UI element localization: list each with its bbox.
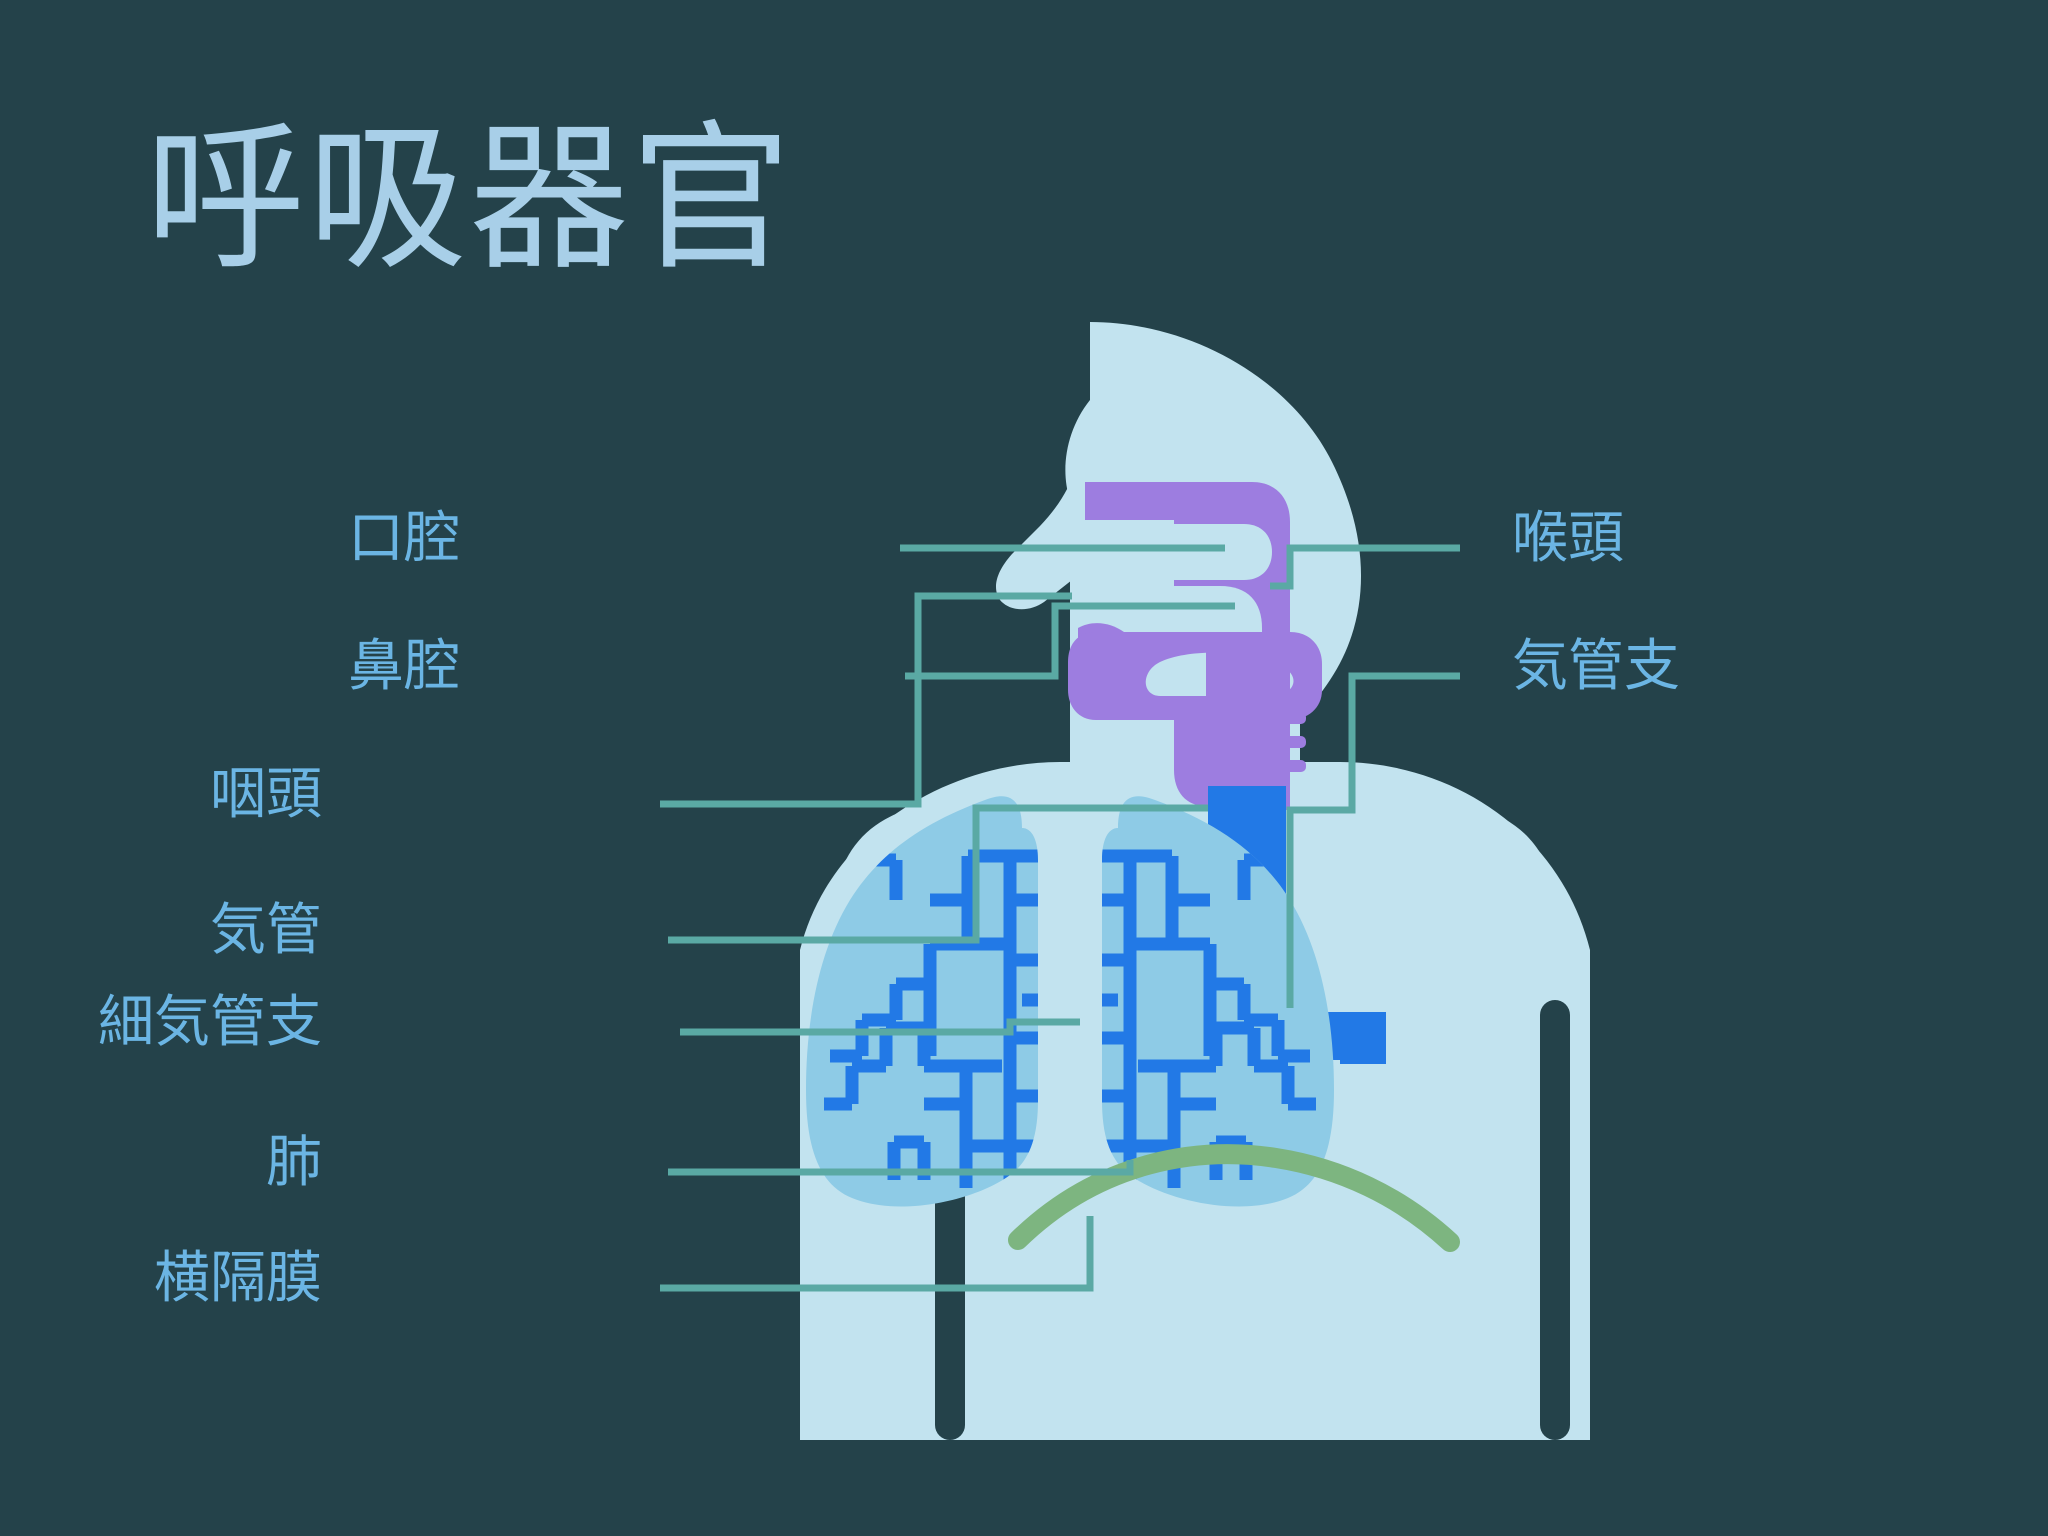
leader-larynx — [1270, 544, 1460, 590]
label-diaphragm: 横隔膜 — [154, 1246, 322, 1309]
leader-nasal-cavity — [905, 602, 1235, 680]
lung-left-shape — [806, 796, 1038, 1207]
leader-trachea — [668, 804, 1208, 944]
leader-lung — [668, 1160, 1134, 1176]
page-title: 呼吸器官 — [145, 111, 794, 289]
leader-pharynx — [660, 592, 1072, 808]
leader-diaphragm — [660, 1216, 1094, 1292]
leader-lines — [660, 544, 1460, 1292]
label-oral-cavity: 口腔 — [348, 506, 460, 569]
label-trachea: 気管 — [210, 898, 322, 961]
leader-bronchus — [1286, 672, 1460, 1008]
label-pharynx: 咽頭 — [210, 762, 322, 825]
label-larynx: 喉頭 — [1512, 506, 1624, 569]
leader-bronchiole — [680, 1018, 1080, 1036]
lungs-group — [806, 796, 1334, 1207]
label-lung: 肺 — [266, 1130, 322, 1193]
upper-airway-group — [1068, 482, 1322, 810]
label-bronchus: 気管支 — [1512, 634, 1680, 697]
diaphragm-shape — [1008, 1144, 1460, 1252]
label-bronchiole: 細気管支 — [98, 990, 322, 1053]
lung-right-shape — [1102, 796, 1334, 1207]
label-nasal-cavity: 鼻腔 — [348, 634, 460, 697]
